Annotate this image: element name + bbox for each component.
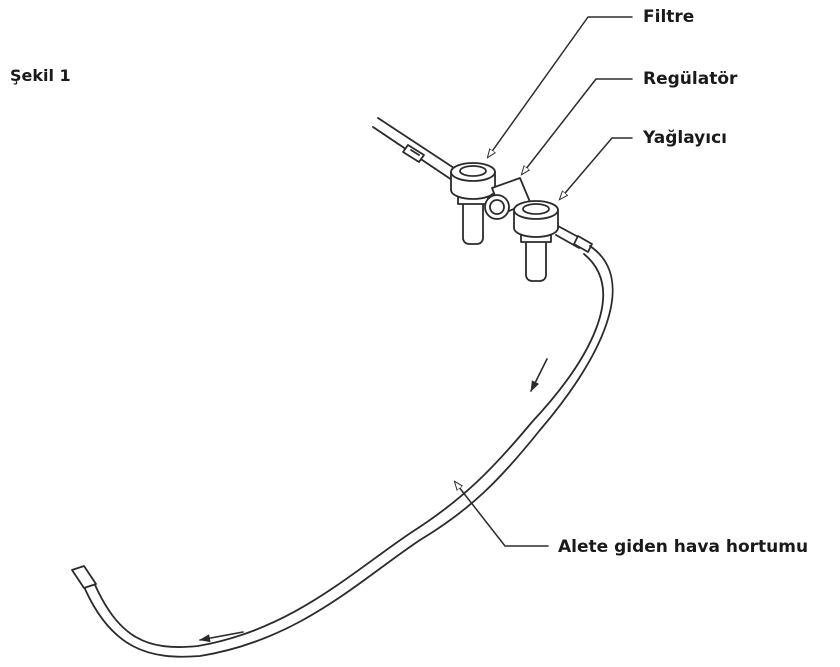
air-hose	[71, 245, 614, 658]
leader-filter	[488, 16, 633, 157]
label-regulator: Regülatör	[643, 69, 738, 89]
filter-unit	[450, 162, 496, 245]
lubricator-unit	[513, 200, 559, 282]
leader-regulator	[522, 78, 633, 174]
flow-arrow-lower	[199, 631, 244, 643]
figure-caption: Şekil 1	[10, 66, 71, 85]
label-filter: Filtre	[643, 7, 695, 27]
leader-air-hose	[455, 482, 549, 547]
label-lubricator: Yağlayıcı	[643, 128, 727, 148]
outlet-fitting	[555, 225, 593, 253]
leader-lubricator	[560, 137, 633, 199]
inlet-pipe	[372, 117, 458, 181]
flow-arrow-upper	[530, 358, 548, 392]
label-air-hose: Alete giden hava hortumu	[558, 537, 809, 557]
